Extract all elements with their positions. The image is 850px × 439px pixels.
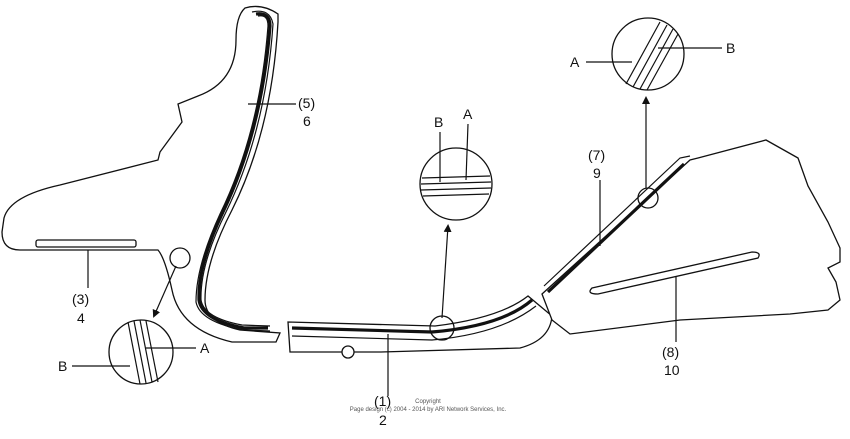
detail-circle-floor xyxy=(419,147,493,221)
detail-circle-rear xyxy=(611,17,685,91)
front-lower-strip xyxy=(35,239,137,248)
rear-upper-molding xyxy=(546,162,686,294)
callout-6-num: 6 xyxy=(303,113,311,129)
leader-floor-a xyxy=(465,123,469,181)
leg-shield-panel xyxy=(1,5,281,343)
floor-molding xyxy=(291,298,534,334)
detail-circle-front xyxy=(108,319,174,385)
joint-circle-front xyxy=(169,247,191,269)
rear-upper-molding-edge xyxy=(543,155,691,287)
arrow-floor xyxy=(441,224,452,319)
rear-lower-molding xyxy=(589,251,760,295)
detail-front-a: A xyxy=(200,340,210,356)
callout-9-sub: (7) xyxy=(588,147,605,163)
detail-front-b: B xyxy=(58,358,67,374)
joint-circle-floor xyxy=(429,315,455,341)
copyright-line2: Page design (c) 2004 - 2014 by ARI Netwo… xyxy=(350,407,507,413)
callout-4-sub: (3) xyxy=(72,291,89,307)
copyright-line1: Copyright xyxy=(415,399,441,405)
rear-side-panel xyxy=(541,139,841,335)
leg-shield-molding xyxy=(197,12,272,330)
arrow-front xyxy=(152,265,177,318)
callout-2-sub: (1) xyxy=(374,393,391,409)
detail-rear-b: B xyxy=(726,40,735,56)
leg-shield-trim-inner xyxy=(195,15,271,332)
callout-6-sub: (5) xyxy=(298,95,315,111)
floor-molding-edge xyxy=(291,305,537,341)
detail-rear-a: A xyxy=(570,54,580,70)
callout-2-num: 2 xyxy=(379,412,387,428)
leg-shield-trim-outer xyxy=(200,10,274,327)
floor-board xyxy=(287,295,553,353)
callout-4-num: 4 xyxy=(77,310,85,326)
callout-10-num: 10 xyxy=(664,362,680,378)
joint-circle-rear xyxy=(637,187,659,209)
callout-10-sub: (8) xyxy=(662,344,679,360)
floor-bolt xyxy=(341,345,355,359)
detail-floor-b: B xyxy=(434,114,443,130)
detail-floor-a: A xyxy=(463,106,473,122)
callout-9-num: 9 xyxy=(593,165,601,181)
